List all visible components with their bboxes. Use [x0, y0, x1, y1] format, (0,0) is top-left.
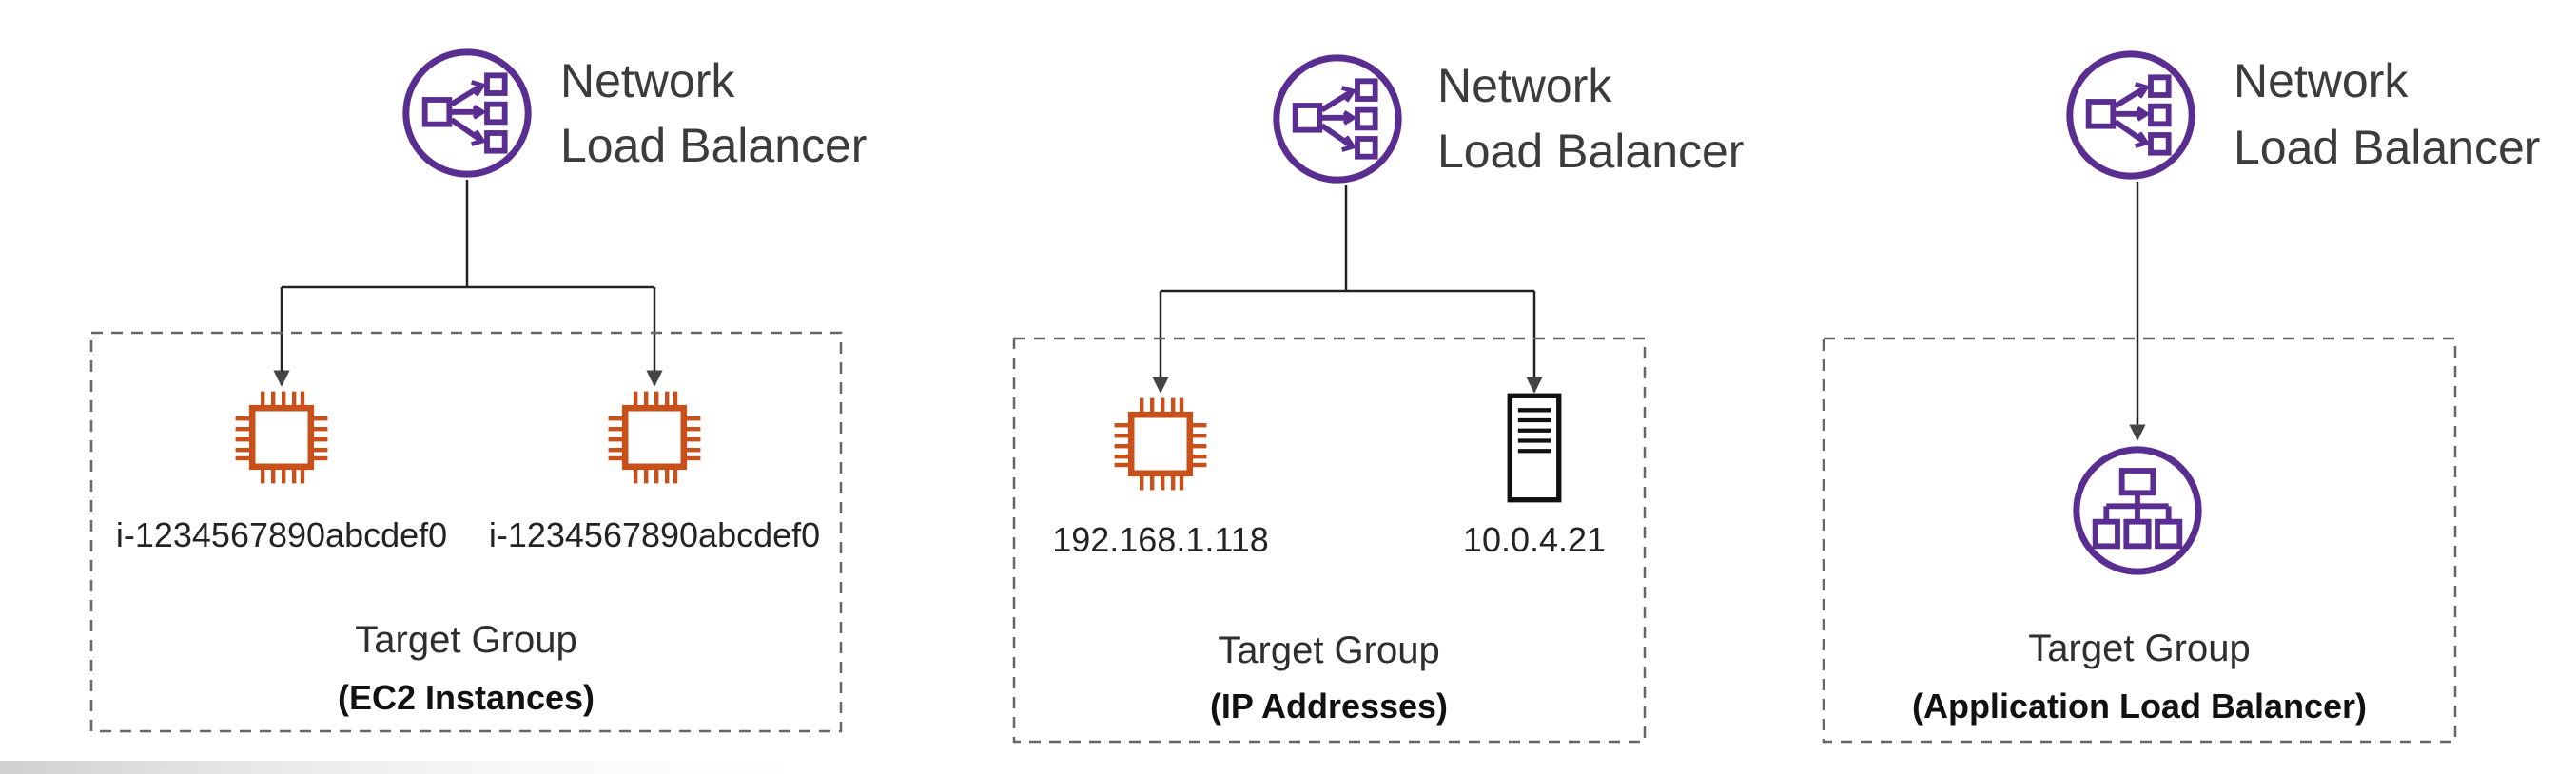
nlb-title-line2: Load Balancer [2234, 121, 2540, 174]
nlb-title-line1: Network [560, 54, 735, 107]
application-load-balancer-icon [2077, 450, 2198, 571]
target-group-title: Target Group [355, 619, 576, 661]
network-load-balancer-icon [1277, 58, 1398, 180]
bottom-fade-strip [0, 761, 856, 774]
target-label: 192.168.1.118 [1052, 520, 1269, 559]
panel-ip-addresses: Network Load Balancer 192.168.1.118 10.0… [1012, 58, 1744, 744]
ec2-instance-icon [609, 392, 701, 484]
network-load-balancer-icon [406, 52, 528, 174]
target-group-title: Target Group [1218, 629, 1439, 671]
nlb-title-line1: Network [1437, 59, 1612, 112]
nlb-title-line2: Load Balancer [560, 119, 867, 172]
target-label: 10.0.4.21 [1463, 520, 1606, 559]
target-group-subtitle: (EC2 Instances) [338, 678, 595, 717]
target-label: i-1234567890abcdef0 [116, 515, 447, 554]
target-group-box [1822, 337, 2457, 744]
panel-ec2-instances: Network Load Balancer i-1234567890abcdef… [89, 52, 867, 733]
ec2-instance-icon [236, 392, 328, 484]
panel-application-load-balancer: Network Load Balancer Target Group (Appl… [1822, 54, 2540, 744]
target-group-box [89, 331, 843, 733]
target-group-subtitle: (IP Addresses) [1210, 687, 1448, 726]
connector-line [282, 180, 654, 289]
target-label: i-1234567890abcdef0 [489, 515, 820, 554]
network-load-balancer-icon [2070, 54, 2192, 176]
target-group-box [1012, 337, 1647, 744]
target-group-subtitle: (Application Load Balancer) [1912, 687, 2367, 726]
target-group-title: Target Group [2028, 628, 2250, 669]
nlb-title-line2: Load Balancer [1437, 125, 1744, 178]
nlb-title-line1: Network [2234, 54, 2409, 107]
connector-line [1161, 185, 1534, 293]
on-prem-server-icon [1510, 396, 1558, 499]
ec2-instance-icon [1115, 398, 1207, 491]
